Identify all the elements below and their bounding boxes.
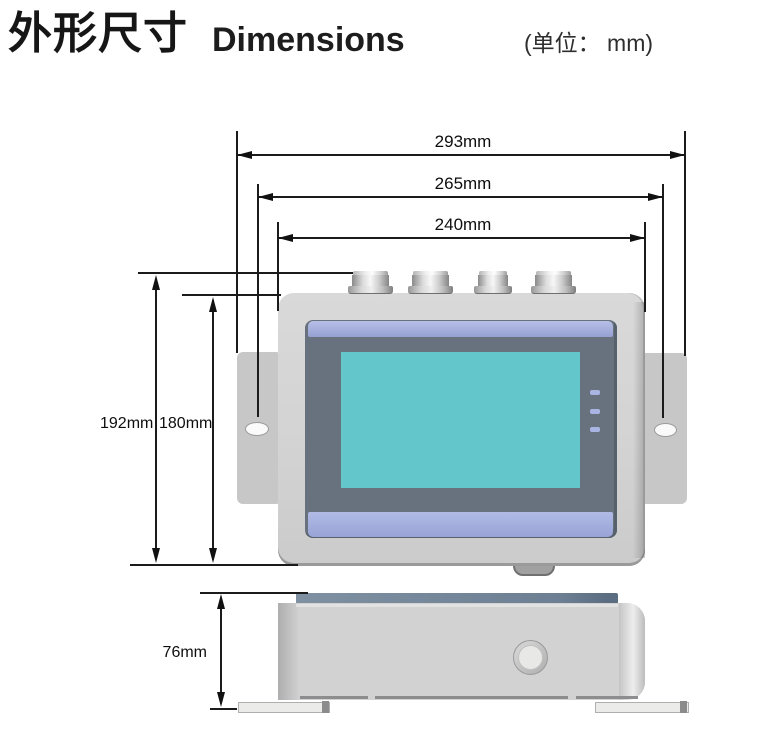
foot-end-cap — [322, 701, 329, 713]
arrowhead-right-icon — [630, 234, 645, 242]
side-body-top-highlight — [296, 604, 618, 607]
connector-cap — [353, 271, 388, 276]
extension-line — [236, 131, 238, 353]
side-bottom-edge — [300, 696, 368, 699]
arrowhead-up-icon — [209, 297, 217, 312]
indicator-led-2 — [590, 409, 600, 414]
reference-line — [200, 592, 308, 594]
top-connector-2 — [408, 271, 453, 294]
page-title-en: Dimensions — [212, 21, 405, 59]
dim-line-body-width — [278, 237, 645, 239]
top-connector-4 — [531, 271, 576, 294]
bezel-top-trim — [308, 321, 613, 337]
arrowhead-down-icon — [217, 692, 225, 707]
dim-line-overall-height — [155, 279, 157, 549]
round-connector-inner — [518, 645, 543, 670]
connector-barrel — [412, 275, 449, 287]
arrowhead-down-icon — [209, 548, 217, 563]
reference-line — [138, 272, 353, 274]
connector-flange — [408, 286, 453, 294]
indicator-led-3 — [590, 427, 600, 432]
bezel-bottom-trim — [308, 512, 613, 537]
connector-barrel — [535, 275, 572, 287]
arrowhead-left-icon — [237, 151, 252, 159]
side-body-right-cap — [619, 603, 645, 700]
dim-line-overall-width — [237, 154, 685, 156]
extension-line — [662, 184, 664, 418]
page-title-zh: 外形尺寸 — [8, 9, 188, 58]
dim-depth-label: 76mm — [162, 644, 207, 661]
foot-end-cap — [680, 701, 687, 713]
indicator-led-1 — [590, 390, 600, 395]
connector-cap — [536, 271, 571, 276]
unit-note: (单位： mm) — [524, 30, 654, 56]
connector-barrel — [478, 275, 508, 287]
touchscreen — [341, 352, 580, 488]
arrowhead-up-icon — [217, 594, 225, 609]
connector-barrel — [352, 275, 389, 287]
arrowhead-right-icon — [670, 151, 685, 159]
dim-overall-width-label: 293mm — [434, 132, 492, 151]
extension-line — [277, 222, 279, 311]
dim-line-hole-spacing — [258, 196, 663, 198]
right-mounting-hole — [654, 423, 677, 437]
connector-flange — [531, 286, 576, 294]
side-bottom-edge — [375, 696, 568, 699]
arrowhead-left-icon — [278, 234, 293, 242]
reference-line — [210, 708, 237, 710]
extension-line — [257, 184, 259, 417]
dim-body-width-label: 240mm — [434, 215, 492, 234]
round-connector-button — [513, 640, 548, 675]
top-connector-3 — [474, 271, 512, 294]
reference-line — [182, 294, 281, 296]
connector-cap — [479, 271, 507, 276]
connector-flange — [348, 286, 393, 294]
dim-body-height-label: 180mm — [159, 415, 213, 432]
dim-line-body-height — [212, 300, 214, 550]
dim-overall-height-label: 192mm — [100, 415, 154, 432]
arrowhead-down-icon — [152, 548, 160, 563]
arrowhead-left-icon — [258, 193, 273, 201]
connector-flange — [474, 286, 512, 294]
top-connector-1 — [348, 271, 393, 294]
side-body-left-shade — [278, 603, 300, 700]
connector-cap — [413, 271, 448, 276]
dim-line-depth — [220, 598, 222, 694]
left-mounting-hole — [245, 422, 269, 436]
extension-line — [684, 131, 686, 356]
dim-hole-spacing-label: 265mm — [434, 174, 492, 193]
side-bottom-edge — [576, 696, 638, 699]
extension-line — [644, 222, 646, 312]
front-panel-edge — [296, 593, 618, 604]
left-mounting-foot — [238, 702, 330, 713]
reference-line-bottom — [130, 564, 298, 566]
arrowhead-right-icon — [648, 193, 663, 201]
right-mounting-foot — [595, 702, 689, 713]
arrowhead-up-icon — [152, 275, 160, 290]
body-edge-shade — [633, 302, 645, 558]
side-body — [278, 603, 645, 700]
